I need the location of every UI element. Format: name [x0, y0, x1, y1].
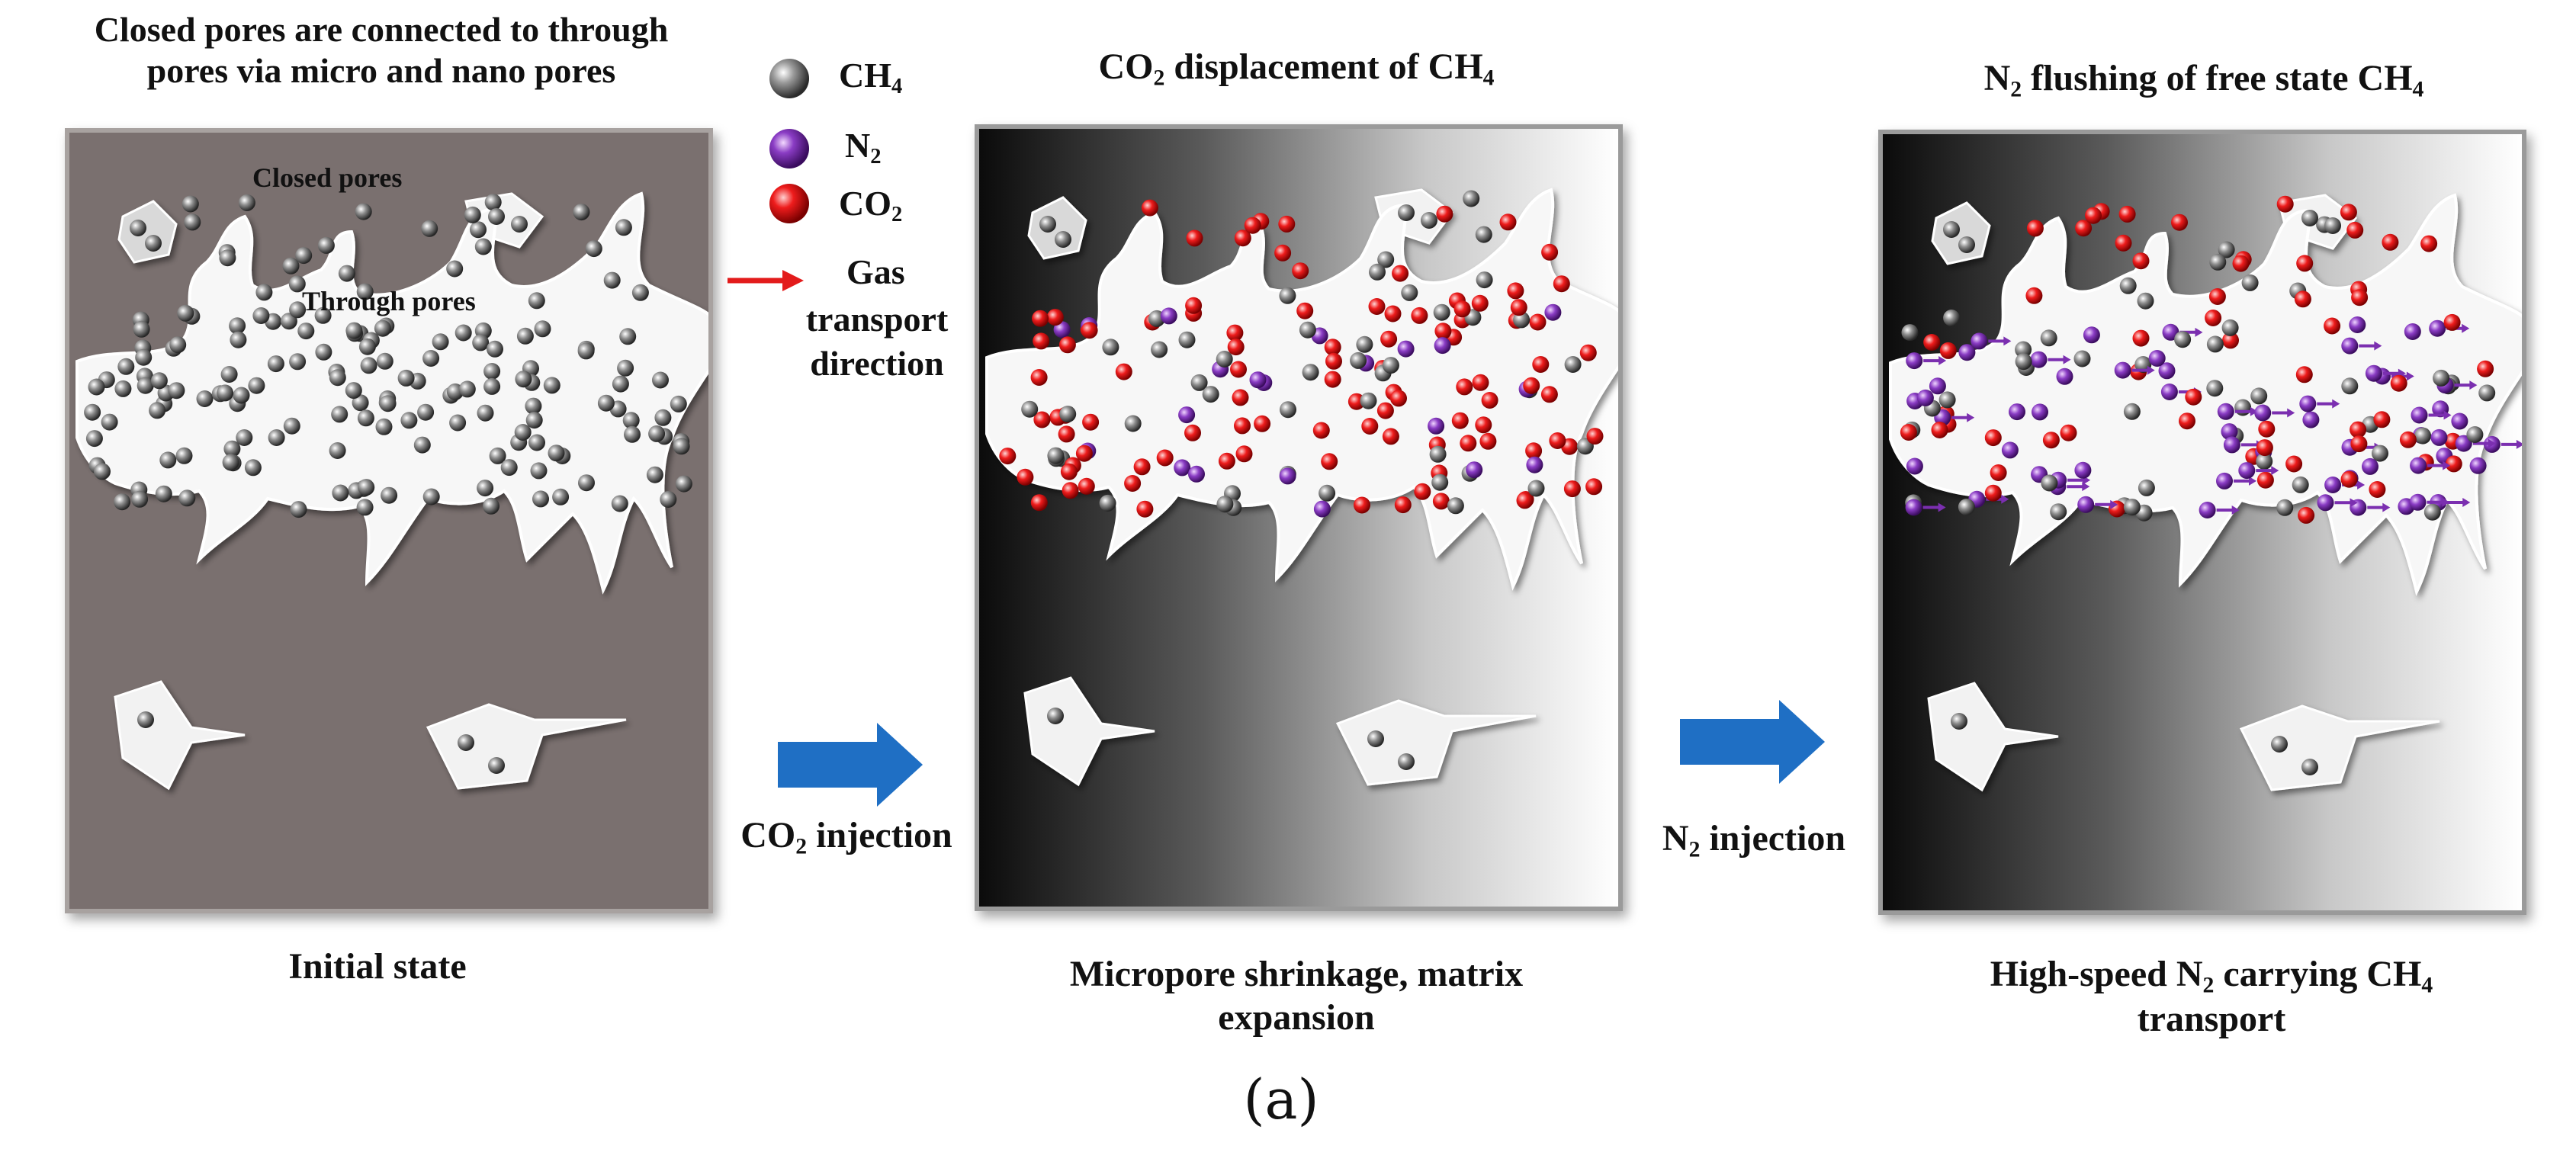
- co2-injection-label: CO2 injection: [740, 815, 952, 859]
- caption-panel2: Micropore shrinkage, matrix expansion: [930, 953, 1662, 1039]
- panel3-canvas: [1889, 193, 2522, 792]
- header-line2: pores via micro and nano pores: [146, 51, 616, 91]
- legend: CH4 N2 CO2 Gas transport direction: [728, 46, 984, 412]
- legend-transport-label: transport: [805, 300, 949, 339]
- figure-label: (a): [1243, 1067, 1319, 1131]
- panel-co2-displacement: [975, 124, 1623, 911]
- header-closed-pores: Closed pores are connected to through po…: [15, 9, 747, 92]
- panel3-title: N2 flushing of free state CH4: [1983, 58, 2424, 102]
- co2-injection-arrow-icon: [778, 723, 923, 807]
- panel-initial-state: Closed pores Through pores: [65, 128, 713, 913]
- legend-ch4-icon: [769, 59, 809, 98]
- legend-direction-label: direction: [810, 344, 944, 383]
- caption-panel2-line1: Micropore shrinkage, matrix: [1069, 954, 1524, 994]
- n2-injection-arrow-icon: [1680, 700, 1825, 784]
- panel2-title: CO2 displacement of CH4: [1098, 47, 1495, 91]
- legend-n2-icon: [769, 129, 809, 168]
- header-line1: Closed pores are connected to through: [94, 10, 669, 49]
- legend-ch4-label: CH4: [839, 56, 903, 98]
- label-closed-pores: Closed pores: [252, 162, 403, 193]
- legend-co2-icon: [769, 184, 809, 223]
- caption-panel3-line1: High-speed N2 carrying CH4: [1990, 954, 2433, 998]
- caption-panel3-line2: transport: [2137, 999, 2286, 1040]
- legend-co2-label: CO2: [839, 184, 903, 226]
- legend-n2-label: N2: [845, 126, 882, 168]
- legend-gas-label: Gas: [846, 252, 905, 291]
- caption-panel3: High-speed N2 carrying CH4 transport: [1845, 953, 2576, 1041]
- panel-n2-flushing: [1878, 130, 2526, 915]
- caption-panel2-line2: expansion: [1218, 997, 1375, 1038]
- panel2-canvas: [985, 188, 1618, 787]
- panel1-canvas: [75, 191, 708, 791]
- gas-direction-arrow-icon: [728, 270, 804, 291]
- n2-injection-label: N2 injection: [1662, 818, 1846, 862]
- caption-initial-state: Initial state: [288, 946, 467, 987]
- label-through-pores: Through pores: [302, 286, 476, 316]
